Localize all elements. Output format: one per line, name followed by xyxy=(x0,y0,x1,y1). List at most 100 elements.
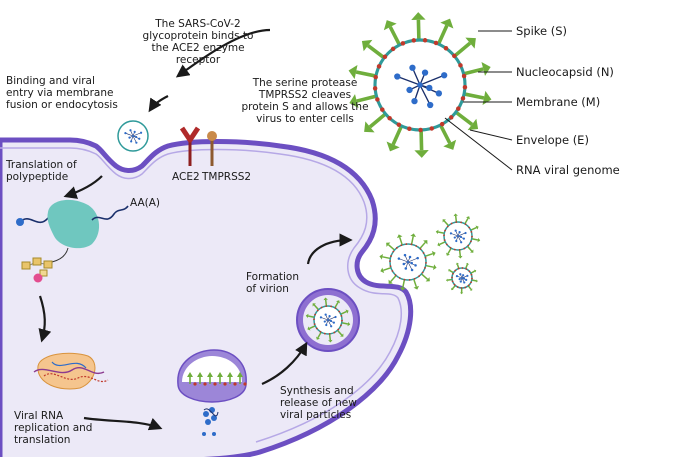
membrane-protein xyxy=(458,248,461,251)
cell-membrane-inner xyxy=(0,147,403,443)
nucleocapsid-protein xyxy=(406,86,413,94)
membrane-protein xyxy=(405,243,408,245)
membrane-protein xyxy=(390,46,396,52)
membrane-protein xyxy=(403,278,406,281)
arrow-bind xyxy=(175,28,271,78)
membrane-protein xyxy=(464,286,467,289)
spike-protein xyxy=(447,278,453,281)
membrane-protein xyxy=(456,106,461,111)
label-rna-genome: RNA viral genome xyxy=(516,163,620,177)
nucleocapsid-protein xyxy=(128,136,131,139)
spike-head xyxy=(469,288,473,291)
spike-protein xyxy=(334,301,339,309)
spike-head xyxy=(466,216,470,220)
membrane-protein xyxy=(380,107,385,112)
released-virion-small xyxy=(445,262,478,295)
ribosome-icon xyxy=(47,199,100,249)
ribosome-translation: AA(A) xyxy=(16,197,160,263)
spike-protein xyxy=(383,267,392,272)
membrane-protein xyxy=(396,122,402,127)
nucleocapsid-protein xyxy=(129,129,132,132)
spike-protein xyxy=(419,241,426,250)
nucleocapsid-protein xyxy=(462,277,466,280)
membrane-protein xyxy=(470,281,472,284)
spike-head xyxy=(448,269,451,272)
spike-head xyxy=(455,262,459,265)
nucleocapsid-protein xyxy=(394,73,401,80)
membrane-protein xyxy=(411,38,417,43)
svg-text:Viral RNA: Viral RNA xyxy=(14,410,64,422)
membrane-protein xyxy=(456,286,459,288)
spike-head xyxy=(482,90,492,106)
nucleocapsid-protein xyxy=(458,231,461,234)
spike-protein xyxy=(463,92,485,100)
svg-text:Synthesis and: Synthesis and xyxy=(280,385,354,397)
membrane-protein xyxy=(400,41,406,46)
budding-vesicle xyxy=(177,349,247,403)
membrane-protein xyxy=(457,267,460,270)
membrane-protein xyxy=(463,247,466,250)
spike-head xyxy=(453,213,458,217)
membrane-protein xyxy=(470,230,473,233)
spike-head xyxy=(414,150,429,158)
nucleocapsid-protein xyxy=(459,280,462,283)
spike-head xyxy=(380,267,385,274)
nucleocapsid-protein xyxy=(459,273,462,276)
membrane-protein xyxy=(467,284,470,287)
nucleocapsid-protein xyxy=(325,323,328,327)
spike-protein xyxy=(437,231,445,234)
membrane-protein xyxy=(372,86,378,91)
spike-head xyxy=(458,255,463,259)
spike-protein xyxy=(356,94,377,103)
nucleocapsid-protein xyxy=(458,277,461,281)
spike-head xyxy=(411,12,426,20)
spike-protein xyxy=(458,249,462,257)
spike-head xyxy=(336,300,340,304)
callout-lines xyxy=(444,30,513,171)
spike-head xyxy=(386,141,400,152)
label-nucleocapsid: Nucleocapsid (N) xyxy=(516,65,614,79)
polypeptide-chain xyxy=(21,257,53,283)
membrane-protein xyxy=(394,274,397,276)
spike-protein xyxy=(470,226,477,231)
svg-text:glycoprotein binds to: glycoprotein binds to xyxy=(143,30,254,42)
nucleocapsid-protein xyxy=(334,315,337,319)
membrane-protein xyxy=(468,226,471,229)
vesicle-spikes xyxy=(187,372,247,386)
step-translation: Translation of polypeptide xyxy=(5,159,77,183)
svg-text:virus to enter cells: virus to enter cells xyxy=(256,113,354,125)
arrow-translate xyxy=(63,175,103,199)
spike-head xyxy=(425,277,430,282)
svg-text:fusion or endocytosis: fusion or endocytosis xyxy=(6,99,118,111)
svg-text:the ACE2 enzyme: the ACE2 enzyme xyxy=(151,42,244,54)
spike-protein xyxy=(336,329,343,336)
spike-protein xyxy=(466,245,473,252)
arrow-translate-out xyxy=(83,416,163,431)
spike-head xyxy=(477,237,481,243)
membrane-protein xyxy=(453,248,456,251)
spike-protein xyxy=(451,284,456,290)
membrane-protein xyxy=(408,279,411,281)
svg-text:viral particles: viral particles xyxy=(280,409,351,421)
nucleocapsid-protein xyxy=(330,325,333,328)
membrane-protein xyxy=(443,234,445,237)
nucleocapsid-protein xyxy=(404,267,408,270)
svg-text:of virion: of virion xyxy=(246,283,289,295)
spike-head xyxy=(460,292,464,295)
membrane-protein xyxy=(313,318,315,321)
membrane-protein xyxy=(415,245,418,247)
spike-protein xyxy=(317,331,322,339)
spike-head xyxy=(364,121,375,133)
membrane-protein xyxy=(320,306,323,309)
membrane-protein xyxy=(382,54,388,60)
step-sars-binds: The SARS-CoV-2 glycoprotein binds to the… xyxy=(143,18,254,66)
spike-head xyxy=(446,252,450,256)
membrane-protein xyxy=(453,283,456,286)
spike-protein xyxy=(454,110,474,126)
nucleocapsid-protein xyxy=(441,72,448,79)
replication-complex xyxy=(33,352,109,390)
spike-protein xyxy=(464,217,469,225)
nucleocapsid-protein xyxy=(463,281,466,284)
